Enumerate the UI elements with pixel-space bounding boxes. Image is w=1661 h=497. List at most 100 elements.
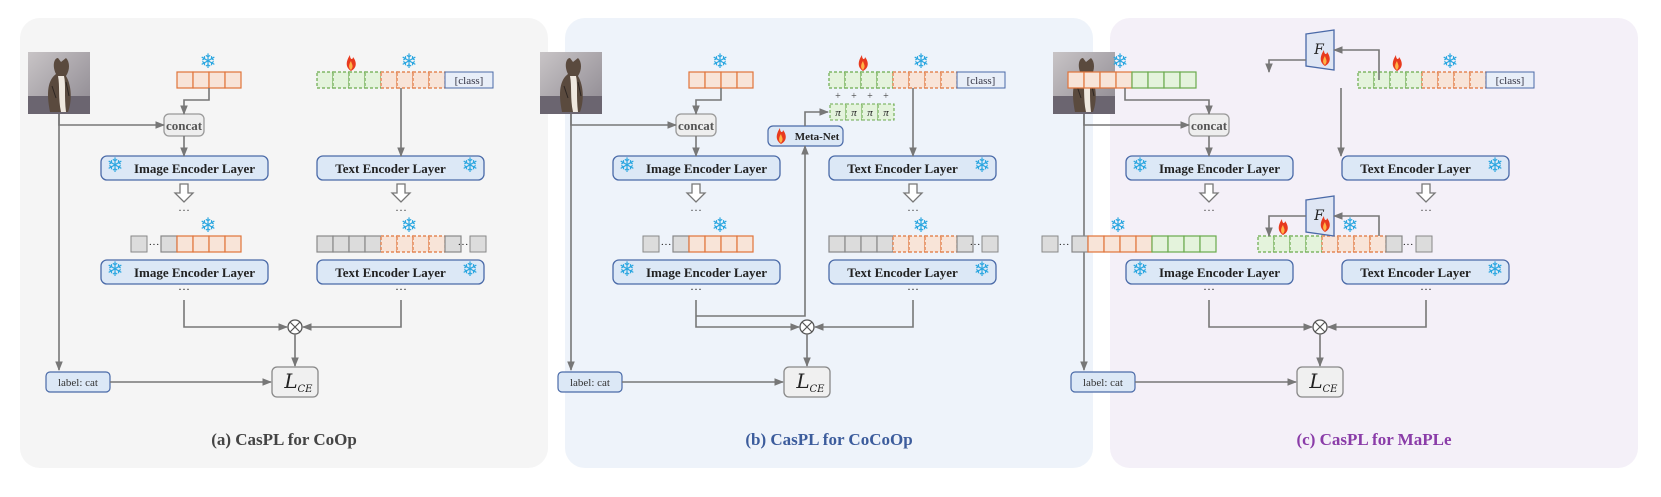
flame-inner [861,61,865,70]
token [828,235,846,253]
token [224,71,242,89]
token [720,71,738,89]
image-deep-tokens [160,235,242,253]
class-token [956,71,1006,89]
ellipsis: ··· [1420,282,1432,296]
loss-rect [783,366,831,398]
encoder-box [1341,155,1510,181]
pi-label: π [851,107,857,119]
token [1083,71,1101,89]
flame-icon [858,55,868,71]
loss-symbol: L [283,369,297,393]
token [224,235,242,253]
encoder-box [828,259,997,285]
plus-label: + [835,91,841,102]
pi-token [861,103,879,121]
token [176,235,194,253]
token [1135,235,1153,253]
flame-inner [1395,61,1399,70]
token [192,71,210,89]
arrow [696,145,809,317]
token [672,235,690,253]
flame-icon [1320,216,1330,232]
token [316,71,334,89]
encoder-label: Image Encoder Layer [134,265,255,280]
class-token [1485,71,1535,89]
encoder-box [1341,259,1510,285]
class-token [444,71,494,89]
ellipsis: ··· [1203,203,1215,217]
token [1119,235,1137,253]
flame-icon [346,55,356,71]
token [160,235,178,253]
token [688,235,706,253]
class-token-label: [class] [1496,75,1525,87]
token [176,71,194,89]
token [332,235,350,253]
token [844,71,862,89]
class-token-label: [class] [967,75,996,87]
token [396,71,414,89]
token [192,235,210,253]
token [1087,235,1105,253]
token [642,235,660,253]
token [908,235,926,253]
arrow [1327,300,1427,331]
flame-icon [1392,55,1402,71]
arrow [1124,88,1213,115]
token [380,235,398,253]
image-prompt-tokens [688,71,754,89]
token [130,235,148,253]
encoder-label: Image Encoder Layer [1159,265,1280,280]
token [940,71,958,89]
snowflake-icon: ❄ [913,49,930,73]
token [924,235,942,253]
cat-photo [28,52,90,114]
token [1273,235,1291,253]
text-encoder-2 [1341,259,1510,285]
token [908,71,926,89]
down-arrow-icon [390,183,412,203]
token [860,235,878,253]
token [688,71,706,89]
token [469,235,487,253]
image-deep-tokens [1071,235,1217,253]
token [1305,235,1323,253]
snowflake-icon: ❄ [462,153,479,177]
snowflake-icon: ❄ [619,257,636,281]
token [844,235,862,253]
ellipsis: ··· [395,203,407,217]
token [924,71,942,89]
down-arrow-icon [685,183,707,203]
image-prompt-tokens [1067,71,1197,89]
meta-net-label: Meta-Net [795,131,840,143]
loss-subscript: CE [1323,384,1339,395]
arrow [1265,215,1306,237]
token [208,235,226,253]
token [1067,71,1085,89]
token [860,71,878,89]
loss-symbol: L [1308,369,1322,393]
loss-subscript: CE [298,384,314,395]
text-prompt-tokens [316,71,446,89]
token [412,235,430,253]
token [1183,235,1201,253]
token [1357,71,1375,89]
snowflake-icon: ❄ [107,153,124,177]
snowflake-icon: ❄ [200,213,217,237]
token [1415,235,1433,253]
token [1071,235,1089,253]
token [1147,71,1165,89]
plus-label: + [851,91,857,102]
encoder-label: Image Encoder Layer [1159,161,1280,176]
token [1257,235,1275,253]
flame-inner [349,61,353,70]
snowflake-icon: ❄ [401,213,418,237]
encoder-label: Text Encoder Layer [335,265,446,280]
token [1321,235,1339,253]
encoder-box [612,259,781,285]
pi-token [845,103,863,121]
down-arrow-icon [1198,183,1220,203]
class-token-label: [class] [455,75,484,87]
image-prompt-tokens [176,71,242,89]
